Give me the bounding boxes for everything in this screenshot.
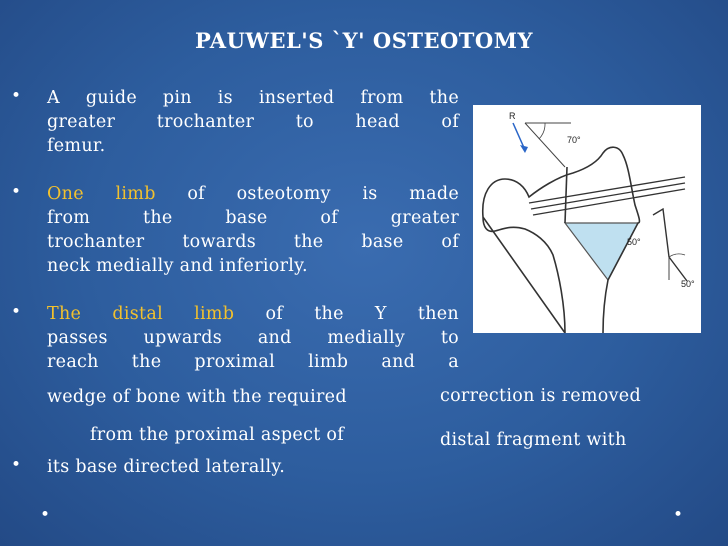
label-r: R [509, 111, 516, 121]
text-line: passes upwards and medially to [47, 328, 459, 348]
text-line: correction is removed [440, 386, 641, 406]
bullet-marker: • [673, 505, 684, 525]
label-angle: 50° [627, 237, 641, 247]
text-line: its base directed laterally. [47, 457, 286, 477]
text-line: from the proximal aspect of [90, 425, 344, 445]
label-angle: 50° [681, 279, 695, 289]
guide-pin [530, 182, 686, 210]
angle-arc [538, 122, 546, 140]
bullet-marker: • [11, 302, 22, 322]
highlight-one-limb: One limb [47, 184, 156, 204]
bullet-marker: • [11, 182, 22, 202]
bullet-marker: • [11, 455, 22, 475]
femur-outline [481, 146, 641, 336]
highlight-distal-limb: The distal limb [47, 304, 235, 324]
blade-plate [652, 207, 688, 282]
text-line-highlighted: The distal limb of the Y then [47, 302, 459, 326]
label-angle: 70° [567, 135, 581, 145]
text-line: A guide pin is inserted from the [47, 88, 459, 108]
text-line: neck medially and inferiorly. [47, 256, 308, 276]
osteotomy-line [564, 166, 568, 224]
angle-line [524, 122, 566, 168]
bullet-marker: • [40, 505, 51, 525]
text-line: wedge of bone with the required [47, 387, 347, 407]
arrow-line [512, 122, 526, 151]
femur-osteotomy-diagram: R 70° 50° 50° [473, 105, 701, 336]
text-line-highlighted: One limb of osteotomy is made [47, 182, 459, 206]
text-line: distal fragment with [440, 430, 627, 450]
guide-pin [532, 188, 686, 216]
text-line: reach the proximal limb and a [47, 352, 459, 372]
text-span: of osteotomy is made [155, 184, 459, 204]
angle-arc [668, 253, 686, 258]
text-line: trochanter towards the base of [47, 232, 459, 252]
text-line: femur. [47, 136, 106, 156]
arrow-head [520, 145, 528, 153]
guide-pin [528, 176, 686, 204]
text-line: from the base of greater [47, 208, 459, 228]
slide-title: PAUWEL'S `Y' OSTEOTOMY [195, 28, 533, 53]
bullet-marker: • [11, 86, 22, 106]
text-line: greater trochanter to head of [47, 112, 459, 132]
text-span: of the Y then [234, 304, 460, 324]
bone-wedge [563, 222, 639, 282]
femur-diagram-svg: R 70° 50° 50° [481, 111, 695, 336]
